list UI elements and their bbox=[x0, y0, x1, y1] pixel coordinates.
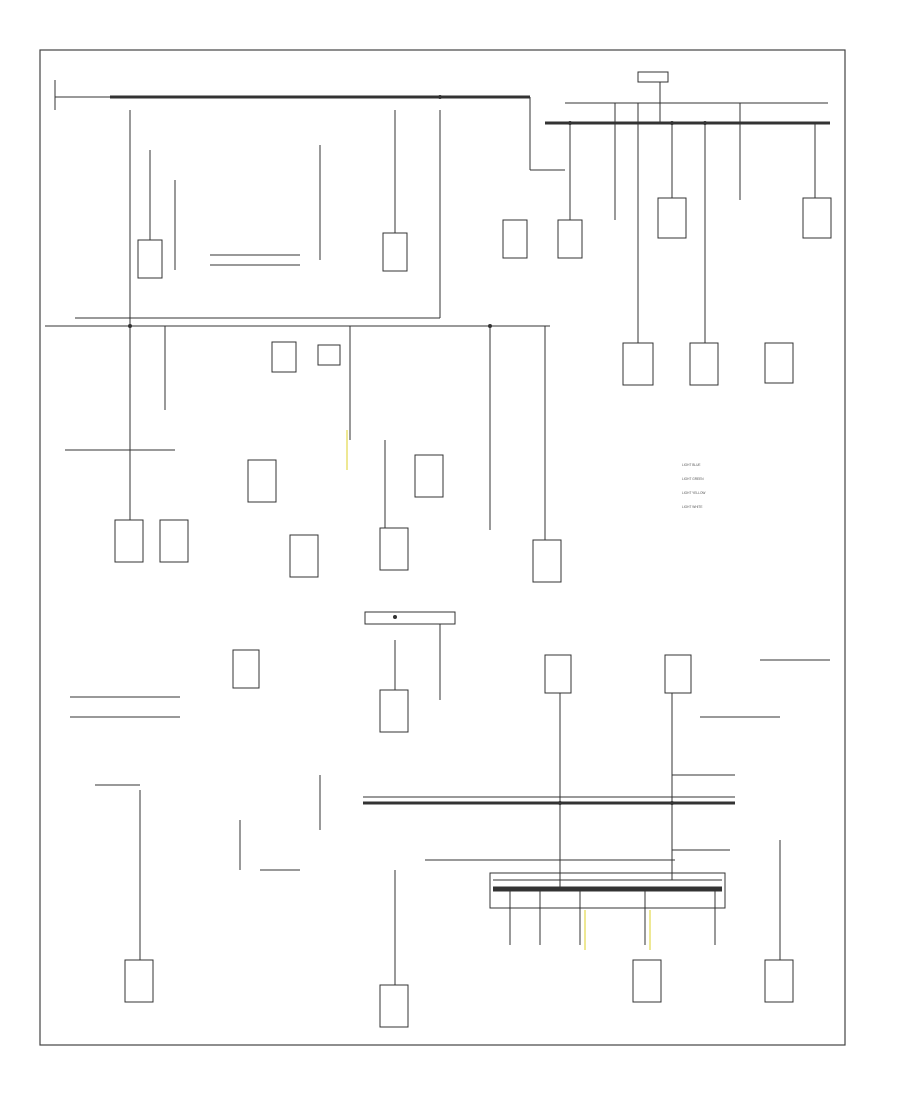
component-09 bbox=[622, 342, 654, 386]
component-23 bbox=[124, 959, 154, 1003]
component-14 bbox=[114, 519, 144, 563]
component-08 bbox=[317, 344, 341, 366]
component-22 bbox=[379, 689, 409, 733]
splice-dot bbox=[558, 801, 562, 805]
splice-dot bbox=[670, 121, 674, 125]
component-12 bbox=[247, 459, 277, 503]
component-11 bbox=[764, 342, 794, 384]
component-26 bbox=[764, 959, 794, 1003]
component-16 bbox=[289, 534, 319, 578]
splice-dot bbox=[568, 121, 572, 125]
top-right-connector bbox=[637, 71, 669, 83]
legend-item-2: LIGHT GREEN bbox=[682, 477, 704, 481]
highlight-wires bbox=[346, 430, 651, 950]
splice-dot bbox=[703, 121, 707, 125]
component-13 bbox=[414, 454, 444, 498]
splice-dot bbox=[438, 95, 442, 99]
component-19 bbox=[232, 649, 260, 689]
component-05 bbox=[657, 197, 687, 239]
component-06 bbox=[802, 197, 832, 239]
splice-dot bbox=[488, 324, 492, 328]
component-03 bbox=[502, 219, 528, 259]
component-04 bbox=[557, 219, 583, 259]
vertical-wires bbox=[129, 103, 816, 985]
component-27 bbox=[364, 611, 456, 625]
legend-item-4: LIGHT WHITE bbox=[682, 505, 702, 509]
lower-bus-group bbox=[363, 796, 735, 909]
component-18 bbox=[532, 539, 562, 583]
component-01 bbox=[137, 239, 163, 279]
components bbox=[114, 197, 832, 1028]
top-bus-group bbox=[54, 71, 830, 171]
component-17 bbox=[379, 527, 409, 571]
legend-item-1: LIGHT BLUE bbox=[682, 463, 701, 467]
component-20 bbox=[544, 654, 572, 694]
component-10 bbox=[689, 342, 719, 386]
splice-dot bbox=[670, 801, 674, 805]
component-02 bbox=[382, 232, 408, 272]
component-24 bbox=[379, 984, 409, 1028]
component-15 bbox=[159, 519, 189, 563]
splice-points bbox=[128, 95, 707, 805]
color-legend: LIGHT BLUE LIGHT GREEN LIGHT YELLOW LIGH… bbox=[682, 463, 705, 509]
splice-dot bbox=[393, 615, 397, 619]
component-07 bbox=[271, 341, 297, 373]
legend-item-3: LIGHT YELLOW bbox=[682, 491, 705, 495]
splice-dot bbox=[128, 324, 132, 328]
component-21 bbox=[664, 654, 692, 694]
component-25 bbox=[632, 959, 662, 1003]
